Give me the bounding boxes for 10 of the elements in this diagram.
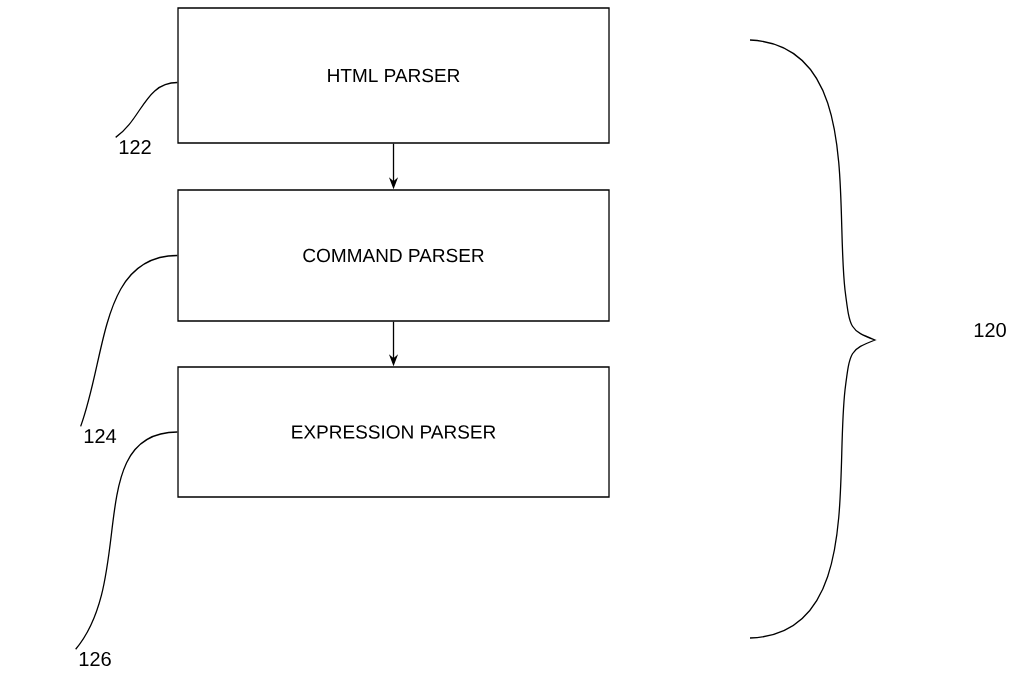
- reference-number: 122: [119, 140, 151, 154]
- process-box: EXPRESSION PARSER: [177, 366, 610, 498]
- process-box: HTML PARSER: [177, 7, 610, 144]
- leader-line: [80, 254, 178, 427]
- leader-line: [115, 81, 178, 138]
- leader-line: [75, 431, 178, 650]
- reference-number: 124: [84, 429, 117, 443]
- process-box: COMMAND PARSER: [177, 189, 610, 322]
- reference-number: 126: [79, 651, 111, 667]
- reference-number: 120: [974, 322, 1006, 338]
